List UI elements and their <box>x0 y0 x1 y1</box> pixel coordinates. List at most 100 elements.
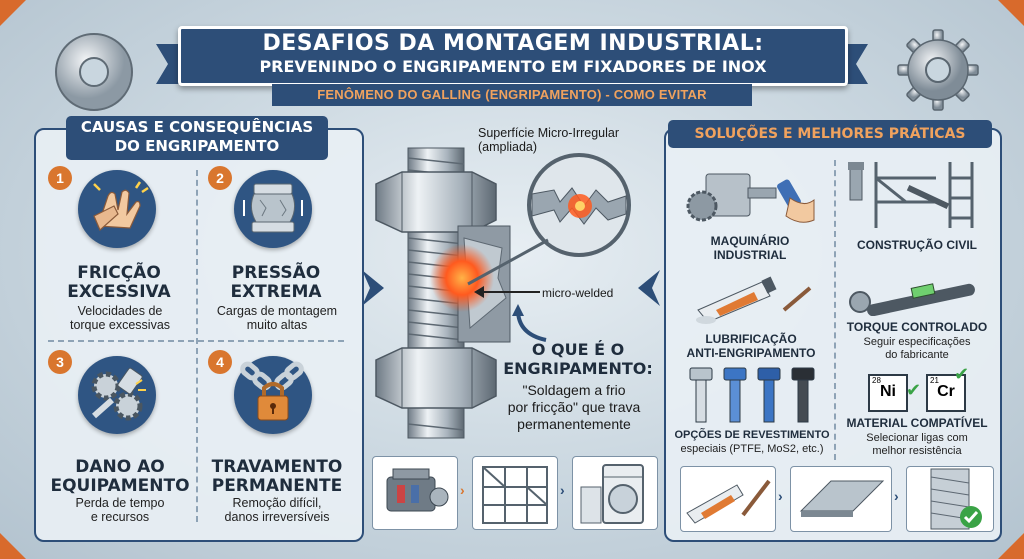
cause-title-4-line2: PERMANENTE <box>211 476 343 496</box>
surface-label-line2: (ampliada) <box>478 140 538 154</box>
cause-desc-4: Remoção difícil, danos irreversíveis <box>202 496 352 524</box>
steel-frame-icon <box>848 162 974 228</box>
question-line2: ENGRIPAMENTO: <box>503 359 653 378</box>
micro-welded-arrow-icon <box>474 286 540 298</box>
question-title: O QUE É O ENGRIPAMENTO: <box>500 340 656 378</box>
cause-title-2: PRESSÃO EXTREMA <box>208 264 344 302</box>
question-answer: "Soldagem a frio por fricção" que trava … <box>486 382 662 433</box>
tile-engine <box>372 456 458 530</box>
solutions-heading: SOLUÇÕES E MELHORES PRÁTICAS <box>668 120 992 148</box>
machine-spray-icon <box>686 173 815 223</box>
tile-structure <box>472 456 558 530</box>
chevron-right-icon: › <box>460 482 465 498</box>
micro-welded-label: micro-welded <box>542 286 614 300</box>
coated-bolts-icon <box>689 367 815 423</box>
chevron-right-icon: › <box>778 488 783 504</box>
cause-desc-4-line2: danos irreversíveis <box>224 510 330 524</box>
element-tile-cr: 21 Cr <box>926 374 966 412</box>
solution-title-2: CONSTRUÇÃO CIVIL <box>857 238 977 252</box>
surface-label-line1: Superfície Micro-Irregular <box>478 126 620 140</box>
solution-title-4: TORQUE CONTROLADO <box>846 320 988 334</box>
lubricant-application-icon <box>686 479 771 524</box>
tile-appliance <box>572 456 658 530</box>
magnifier-pointer-line <box>467 238 549 286</box>
element-cr-number: 21 <box>930 376 939 385</box>
title-banner: DESAFIOS DA MONTAGEM INDUSTRIAL: PREVENI… <box>178 26 848 86</box>
solution-desc-4: Seguir especificações do fabricante <box>838 336 996 362</box>
cause-title-4-line1: TRAVAMENTO <box>211 457 343 477</box>
cause-title-2-line1: PRESSÃO <box>231 263 321 283</box>
cause-desc-3: Perda de tempo e recursos <box>48 496 192 524</box>
solution-desc-6-line1: Selecionar ligas com <box>866 432 968 444</box>
tile-plate <box>790 466 892 532</box>
cause-title-1-line2: EXCESSIVA <box>67 282 171 302</box>
cause-desc-4-line1: Remoção difícil, <box>232 496 322 510</box>
bolt-nut-illustration <box>375 147 511 439</box>
cause-desc-1-line2: torque excessivas <box>69 318 171 332</box>
cause-number-2: 2 <box>208 166 232 190</box>
solution-desc-4-line2: do fabricante <box>885 349 949 361</box>
causes-heading-line2: DO ENGRIPAMENTO <box>114 137 280 155</box>
cause-title-1-line1: FRICÇÃO <box>77 263 161 283</box>
element-cr-symbol: Cr <box>937 383 955 400</box>
solution-title-1: MAQUINÁRIO INDUSTRIAL <box>680 234 820 262</box>
washer-icon <box>55 33 133 111</box>
torque-wrench-icon <box>849 283 975 316</box>
causes-heading-line1: CAUSAS E CONSEQUÊNCIAS <box>80 118 314 136</box>
crushed-block-icon <box>234 170 312 248</box>
solution-desc-6: Selecionar ligas com melhor resistência <box>840 432 994 458</box>
cause-number-4: 4 <box>208 350 232 374</box>
broken-gear-icon <box>78 356 156 434</box>
solution-title-5: OPÇÕES DE REVESTIMENTO <box>674 429 830 441</box>
title-line2: PREVENINDO O ENGRIPAMENTO EM FIXADORES D… <box>259 57 767 76</box>
bolt-thread-ok-icon <box>930 468 982 530</box>
cause-title-3-line1: DANO AO <box>75 457 165 477</box>
lubricant-tube-icon <box>696 276 812 324</box>
cause-title-1: FRICÇÃO EXCESSIVA <box>54 264 184 302</box>
cause-desc-2: Cargas de montagem muito altas <box>202 304 352 332</box>
cause-number-1: 1 <box>48 166 72 190</box>
metal-plate-icon <box>799 480 885 517</box>
solution-desc-6-line2: melhor resistência <box>872 445 962 457</box>
cause-number-3: 3 <box>48 350 72 374</box>
chevron-right-icon: › <box>560 482 565 498</box>
cause-desc-1: Velocidades de torque excessivas <box>48 304 192 332</box>
curved-arrow-icon <box>512 304 547 342</box>
element-tile-ni: 28 Ni <box>868 374 908 412</box>
tile-bolt-ok <box>906 466 994 532</box>
chain-padlock-icon <box>234 356 312 434</box>
subtitle-banner: FENÔMENO DO GALLING (ENGRIPAMENTO) - COM… <box>272 84 752 106</box>
answer-line2: por fricção" que trava <box>507 399 641 415</box>
checkmark-icon: ✔ <box>906 380 922 400</box>
solution-title-6: MATERIAL COMPATÍVEL <box>846 416 988 430</box>
chevron-right-icon: › <box>894 488 899 504</box>
cause-title-3: DANO AO EQUIPAMENTO <box>48 458 192 496</box>
causes-divider-horizontal <box>48 340 344 342</box>
arrow-left-to-center-icon <box>362 270 384 306</box>
arrow-right-to-center-icon <box>638 270 660 306</box>
checkmark-icon: ✔ <box>954 364 970 384</box>
solution-title-1-line1: MAQUINÁRIO <box>710 234 790 248</box>
element-ni-number: 28 <box>872 376 881 385</box>
solution-title-3-line1: LUBRIFICAÇÃO <box>705 332 797 346</box>
cause-title-3-line2: EQUIPAMENTO <box>50 476 190 496</box>
answer-line3: permanentemente <box>517 416 631 432</box>
cause-desc-3-line1: Perda de tempo <box>75 496 165 510</box>
cause-desc-3-line2: e recursos <box>90 510 150 524</box>
washing-machine-icon <box>580 464 644 524</box>
question-line1: O QUE É O <box>531 340 625 359</box>
solution-desc-5: especiais (PTFE, MoS2, etc.) <box>680 443 824 455</box>
answer-line1: "Soldagem a frio <box>522 382 626 398</box>
solution-title-3: LUBRIFICAÇÃO ANTI-ENGRIPAMENTO <box>676 332 826 360</box>
surface-label: Superfície Micro-Irregular (ampliada) <box>478 126 619 154</box>
hands-friction-icon <box>78 170 156 248</box>
gear-icon <box>897 29 979 111</box>
magnifier-closeup-icon <box>527 153 631 257</box>
cause-desc-2-line2: muito altas <box>246 318 308 332</box>
engine-icon <box>386 468 449 512</box>
solutions-divider-vertical <box>834 160 836 460</box>
causes-divider-vertical <box>196 170 198 522</box>
building-frame-icon <box>482 466 548 524</box>
title-line1: DESAFIOS DA MONTAGEM INDUSTRIAL: <box>262 31 764 56</box>
cause-title-2-line2: EXTREMA <box>230 282 322 302</box>
